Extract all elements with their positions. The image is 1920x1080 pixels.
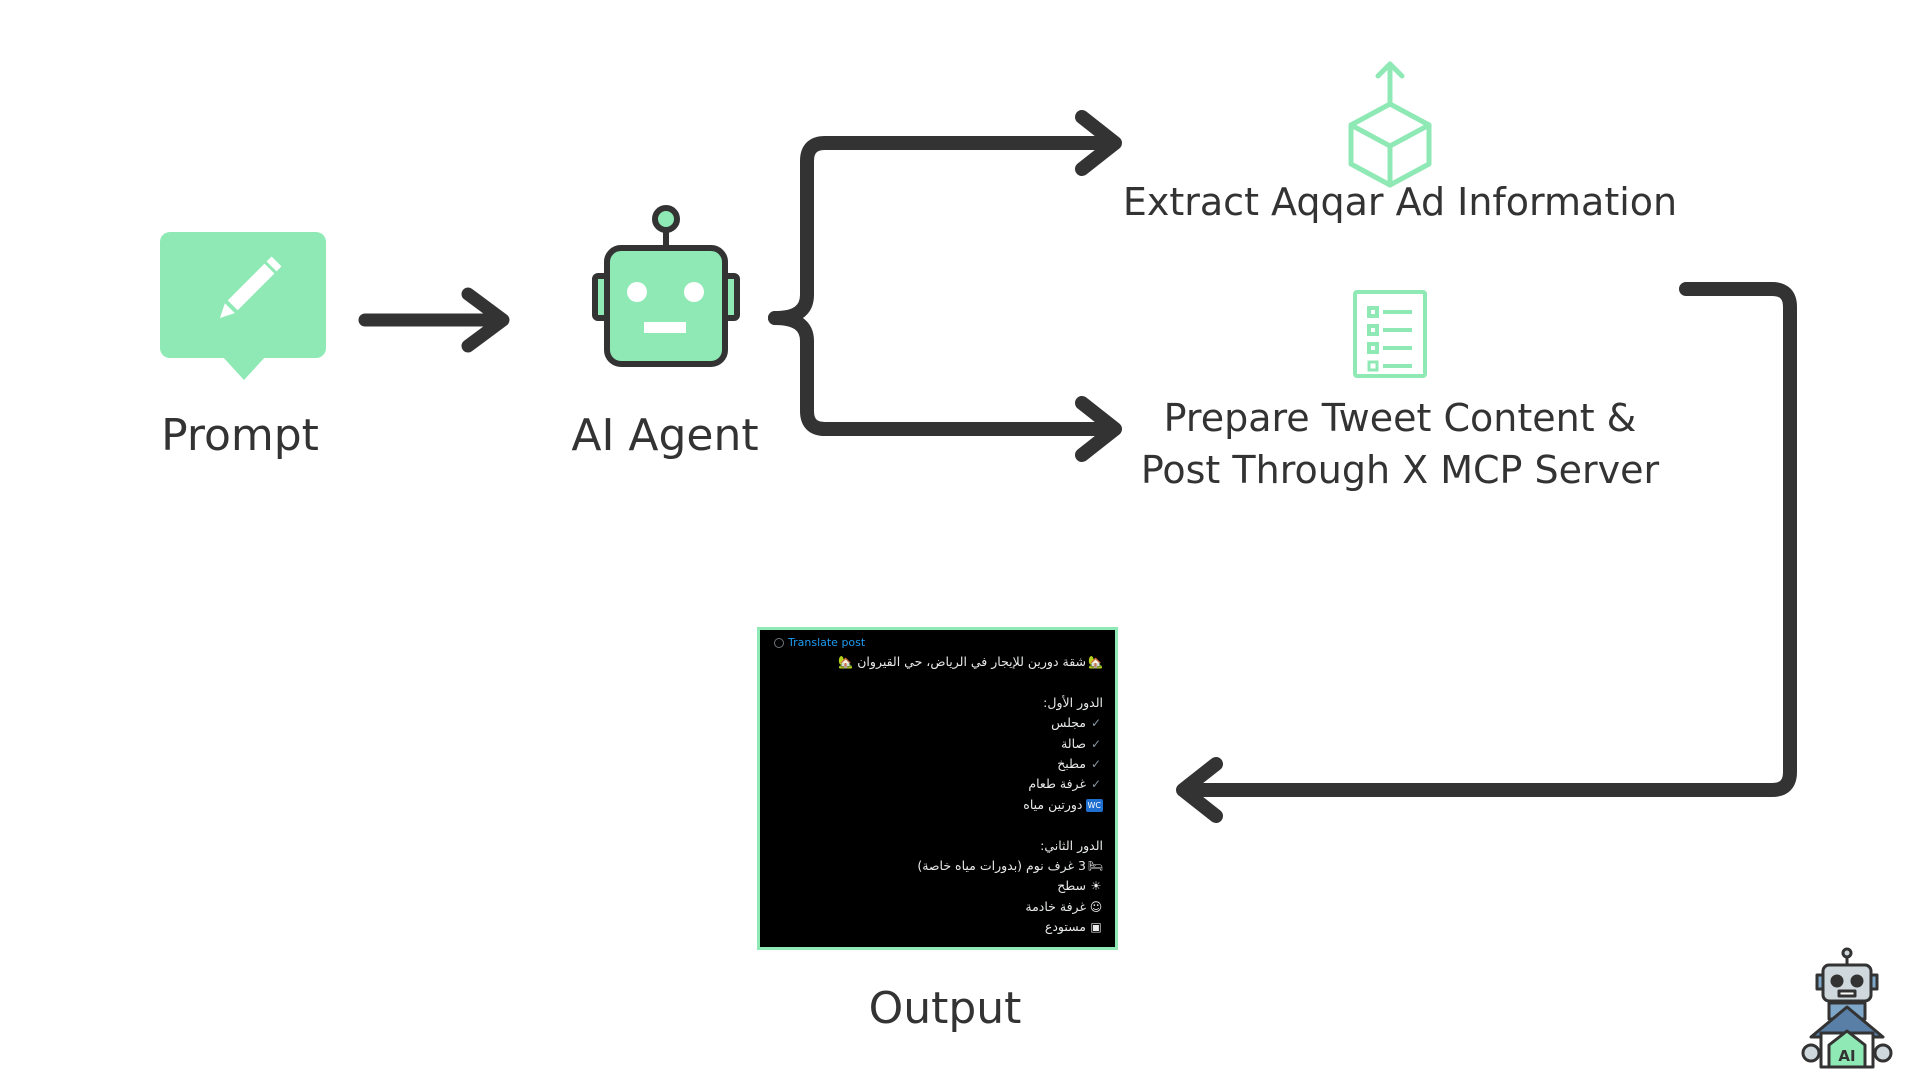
list-item-text: مطبخ [1057,755,1086,771]
tweet-body: 🏡شقة دورين للإيجار في الرياض، حي القيروا… [772,652,1103,937]
checklist-icon [1353,290,1427,378]
prompt-label: Prompt [161,410,319,461]
arrow-prompt-to-agent [358,287,510,353]
list-item-text: سطح [1057,878,1086,894]
translate-post-label: Translate post [788,636,866,649]
translate-post-link[interactable]: Translate post [774,636,865,649]
list-item: ✓ مطبخ [772,754,1103,774]
list-item: ✓ غرفة طعام [772,774,1103,794]
tweet-title-line: 🏡شقة دورين للإيجار في الرياض، حي القيروا… [772,652,1103,672]
bed-icon: 🛏 [1087,858,1103,873]
list-item: ▣ مستودع [772,917,1103,937]
house-icon: 🏡 [1088,655,1103,669]
output-label: Output [868,983,1022,1034]
robot-icon [592,205,740,367]
list-item-text: دورتين مياه [1023,796,1083,812]
list-item-text: 3 غرف نوم (بدورات مياه خاصة) [917,857,1086,873]
house-icon: 🏡 [838,655,854,669]
list-item-text: غرفة خادمة [1025,898,1086,914]
globe-icon [774,637,784,648]
list-item: ☀ سطح [772,876,1103,896]
package-icon: ▣ [1090,920,1102,935]
list-item-text: مستودع [1044,919,1086,935]
floor1-heading: الدور الأول: [1043,694,1103,710]
prepare-step-line-1: Prepare Tweet Content & [1163,396,1637,440]
prepare-step-label: Prepare Tweet Content & Post Through X M… [1120,392,1680,496]
brace-split-arrows [768,110,1122,462]
list-item-text: مجلس [1051,715,1086,731]
sun-icon: ☀ [1090,879,1102,894]
list-item: WCدورتين مياه [772,795,1103,815]
floor2-heading: الدور الثاني: [1040,837,1103,853]
tweet-screenshot: Translate post 🏡شقة دورين للإيجار في الر… [757,627,1118,950]
robot-house-logo: AI [1801,947,1893,1069]
check-icon: ✓ [1090,736,1102,751]
list-item-text: صالة [1061,735,1086,751]
check-icon: ✓ [1090,716,1102,731]
check-icon: ✓ [1090,756,1102,771]
list-item: ✓ مجلس [772,713,1103,733]
ai-agent-label: AI Agent [571,410,759,461]
prepare-step-line-2: Post Through X MCP Server [1140,448,1660,492]
list-item: 🛏3 غرف نوم (بدورات مياه خاصة) [772,856,1103,876]
list-item: ✓ صالة [772,734,1103,754]
list-item: ☺غرفة خادمة [772,897,1103,917]
box-upload-icon [1348,61,1432,188]
blank-line [772,815,1103,835]
logo-badge-text: AI [1838,1047,1855,1065]
check-icon: ✓ [1090,777,1102,792]
person-icon: ☺ [1089,899,1103,914]
blank-line [772,672,1103,692]
list-item-text: غرفة طعام [1028,776,1086,792]
arrow-to-output [1176,282,1797,823]
wc-icon: WC [1085,798,1103,812]
extract-step-label: Extract Aqqar Ad Information [1122,180,1678,224]
pencil-speech-bubble-icon [160,232,326,380]
tweet-title: شقة دورين للإيجار في الرياض، حي القيروان [857,654,1086,669]
